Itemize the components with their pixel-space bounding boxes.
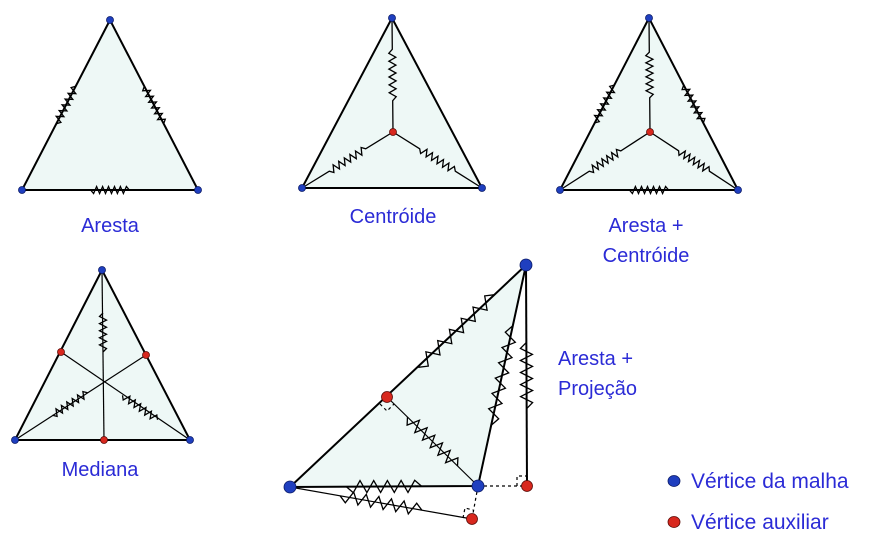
aux-vertices: [381, 391, 533, 525]
spring: [52, 390, 88, 418]
mesh-vertex: [18, 186, 26, 194]
aux-vertex-swatch: [667, 516, 681, 528]
mesh-vertex: [388, 14, 396, 22]
aux-vertex: [389, 128, 397, 136]
mesh-vertex: [298, 184, 306, 192]
label-centroide: Centróide: [350, 206, 437, 228]
spring: [681, 84, 706, 124]
spring: [98, 312, 108, 353]
triangle-aresta-centroide: Aresta + Centróide: [556, 14, 742, 267]
spring: [518, 341, 535, 410]
edge-and-centroid-springs: [559, 17, 739, 196]
spring: [392, 131, 483, 189]
aux-vertex: [381, 391, 393, 403]
centroid-springs: [301, 17, 483, 189]
triangle-mediana: Mediana: [11, 266, 194, 481]
spring: [121, 394, 159, 421]
mesh-vertex: [734, 186, 742, 194]
mesh-vertices: [283, 258, 533, 494]
label-aresta: Aresta: [81, 215, 140, 237]
mesh-vertex: [186, 436, 194, 444]
triangle-centroide: Centróide: [298, 14, 486, 228]
aux-vertex: [466, 513, 478, 525]
edge-springs: [54, 85, 167, 196]
legend-item-aux-vertex: Vértice auxiliar: [667, 511, 829, 534]
spring: [628, 184, 670, 196]
mesh-vertices: [18, 16, 202, 194]
spring: [339, 490, 423, 516]
mesh-vertex: [471, 479, 485, 493]
spring: [387, 17, 398, 133]
mesh-vertex: [556, 186, 564, 194]
mesh-vertices: [298, 14, 486, 192]
legend: Vértice da malha Vértice auxiliar: [667, 470, 849, 534]
label-aresta-centroide-line1: Aresta +: [608, 215, 683, 237]
mesh-vertex: [106, 16, 114, 24]
mesh-vertex: [519, 258, 533, 272]
mesh-vertex: [283, 480, 297, 494]
legend-label-aux-vertex: Vértice auxiliar: [691, 511, 829, 534]
mesh-vertices: [556, 14, 742, 194]
aux-vertex: [521, 480, 533, 492]
label-aresta-projecao-line1: Aresta +: [558, 348, 633, 370]
aux-vertex: [142, 351, 150, 359]
spring: [559, 131, 651, 191]
projection-springs: [339, 294, 535, 516]
mesh-vertices: [11, 266, 194, 444]
spring: [406, 416, 459, 467]
aux-vertex: [57, 348, 65, 356]
mesh-vertex-swatch: [667, 475, 681, 487]
legend-label-mesh-vertex: Vértice da malha: [691, 470, 849, 493]
spring: [90, 184, 130, 196]
spring: [301, 131, 394, 189]
spring: [593, 84, 616, 124]
mesh-vertex: [11, 436, 19, 444]
median-springs: [52, 312, 159, 421]
aux-vertex: [100, 436, 108, 444]
spring: [487, 325, 517, 426]
spring: [418, 294, 495, 368]
mesh-vertex: [98, 266, 106, 274]
aux-vertices: [57, 348, 150, 444]
spring: [644, 17, 655, 133]
label-aresta-projecao-line2: Projeção: [558, 378, 637, 400]
label-aresta-centroide-line2: Centróide: [603, 245, 690, 267]
label-mediana: Mediana: [62, 459, 140, 481]
triangle-aresta-projecao: Aresta + Projeção: [283, 258, 637, 525]
spring: [649, 131, 739, 191]
mesh-vertex: [478, 184, 486, 192]
spring: [345, 479, 423, 494]
legend-item-mesh-vertex: Vértice da malha: [667, 470, 849, 493]
spring: [54, 85, 78, 125]
mesh-vertex: [645, 14, 653, 22]
aux-vertex: [646, 128, 654, 136]
triangle-aresta: Aresta: [18, 16, 202, 237]
spring: [141, 86, 167, 124]
mesh-vertex: [194, 186, 202, 194]
